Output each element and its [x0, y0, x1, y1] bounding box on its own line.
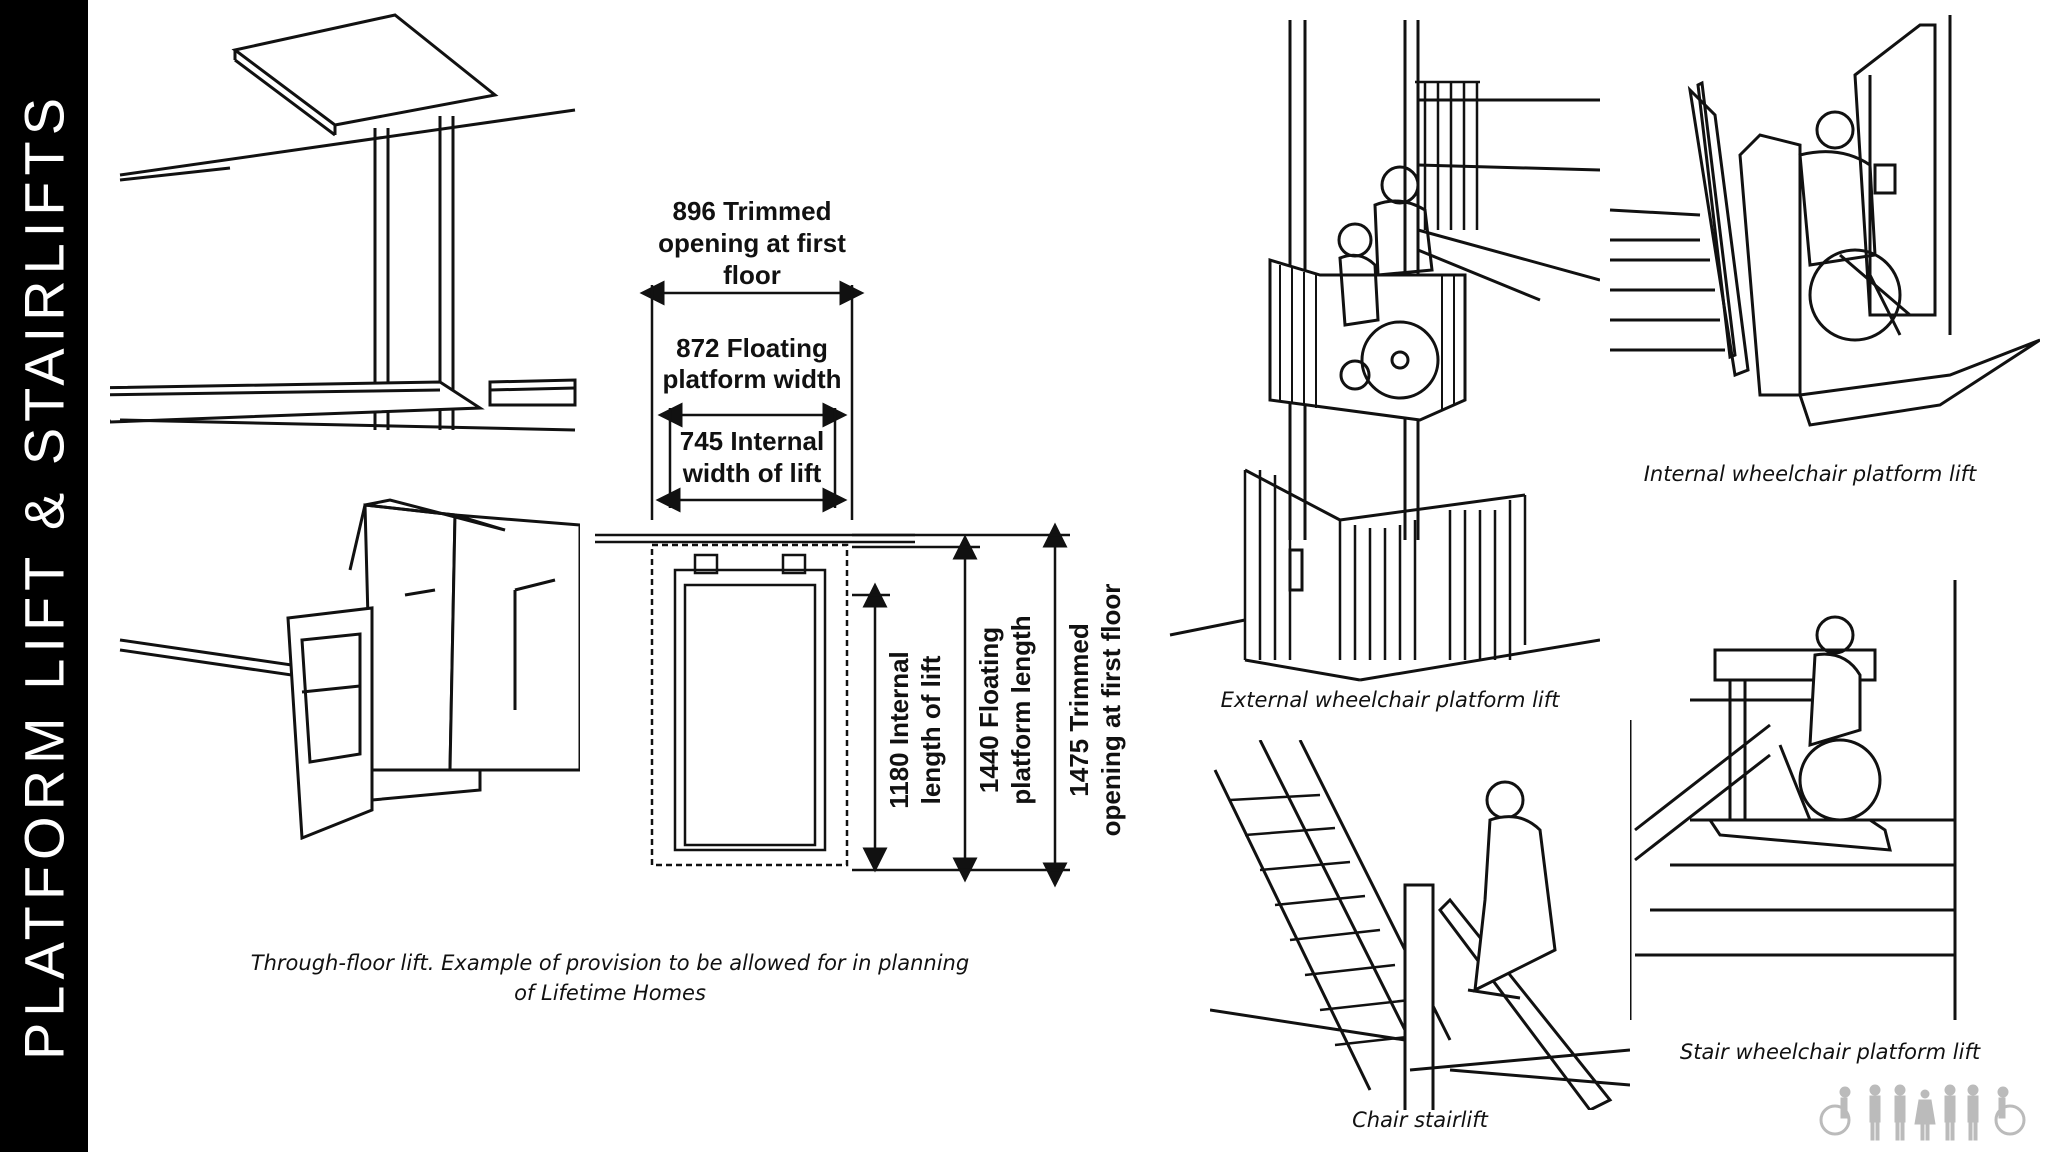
external-platform-lift-caption: External wheelchair platform lift: [1220, 688, 1560, 712]
through-floor-lift-caption: Through-floor lift. Example of provision…: [250, 951, 970, 1005]
chair-stairlift-caption: Chair stairlift: [1352, 1108, 1488, 1132]
stair-platform-lift-caption: Stair wheelchair platform lift: [1679, 1040, 1981, 1064]
external-platform-lift-illustration: [1169, 20, 1600, 682]
floating-width-label-2: platform width: [662, 364, 841, 394]
internal-width-label-2: width of lift: [682, 458, 822, 488]
lift-dimension-plan: 896 Trimmed opening at first floor 872 F…: [595, 196, 1126, 888]
internal-length-label-2: length of lift: [916, 655, 946, 804]
internal-platform-lift-illustration: [1609, 15, 2040, 427]
trimmed-width-label-3: floor: [723, 260, 781, 290]
trimmed-width-label-1: 896 Trimmed: [673, 196, 832, 226]
page-title: PLATFORM LIFT & STAIRLIFTS: [12, 91, 76, 1061]
trimmed-length-label-2: opening at first floor: [1096, 584, 1126, 837]
internal-width-label-1: 745 Internal: [680, 426, 825, 456]
internal-platform-lift-caption: Internal wheelchair platform lift: [1643, 462, 1977, 486]
title-sidebar: PLATFORM LIFT & STAIRLIFTS: [0, 0, 88, 1152]
accessibility-people-logo-icon: [1819, 1084, 2026, 1141]
floating-width-label-1: 872 Floating: [676, 333, 828, 363]
internal-length-label-1: 1180 Internal: [884, 651, 914, 809]
floating-length-label-2: platform length: [1006, 615, 1036, 804]
through-floor-lift-illustration: [110, 13, 580, 840]
trimmed-length-label-1: 1475 Trimmed: [1064, 623, 1094, 796]
chair-stairlift-illustration: [1210, 740, 1630, 1110]
stair-platform-lift-illustration: [1630, 580, 1957, 1020]
trimmed-width-label-2: opening at first: [658, 228, 846, 258]
floating-length-label-1: 1440 Floating: [974, 627, 1004, 793]
